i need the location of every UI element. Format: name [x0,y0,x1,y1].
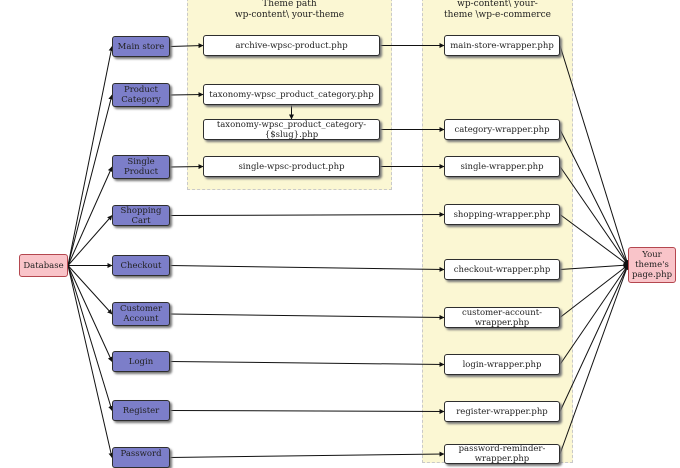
edge-database-to-account [67,265,113,315]
edge-password-to-wrapper [169,451,445,458]
edge-w-cart-to-page [559,214,629,266]
edge-database-to-password [67,265,114,458]
theme-page-node[interactable]: Your theme's page.php [628,247,676,283]
edge-database-to-login [67,265,113,362]
password-reminder-wrapper-file[interactable]: password-reminder-wrapper.php [444,444,560,464]
single-wpsc-product-file[interactable]: single-wpsc-product.php [203,156,380,177]
shopping-cart-node[interactable]: Shopping Cart [112,205,170,226]
customer-account-wrapper-file[interactable]: customer-account-wrapper.php [444,307,560,328]
edge-checkout-to-wrapper [169,265,445,272]
edge-database-to-single [67,166,113,266]
edge-w-register-to-page [559,264,629,412]
register-node[interactable]: Register [112,400,170,421]
edge-w-login-to-page [559,264,629,365]
edge-w-checkout-to-page [559,262,629,270]
single-product-node[interactable]: Single Product [112,155,170,179]
edge-main-to-archive [169,43,204,49]
edge-database-to-main [67,46,114,266]
theme-path-group-title: Theme path wp-content\ your-theme [234,0,345,20]
edge-w-password-to-page [559,264,629,455]
edge-w-account-to-page [559,264,629,318]
shopping-wrapper-file[interactable]: shopping-wrapper.php [444,204,560,225]
edge-single-to-file [169,164,204,170]
category-wrapper-file[interactable]: category-wrapper.php [444,119,560,140]
password-node[interactable]: Password [112,447,170,468]
login-node[interactable]: Login [112,351,170,372]
archive-wpsc-product-file[interactable]: archive-wpsc-product.php [203,35,380,56]
edge-w-main-to-page [559,45,630,266]
main-store-node[interactable]: Main store [112,36,170,57]
single-wrapper-file[interactable]: single-wrapper.php [444,156,560,177]
checkout-node[interactable]: Checkout [112,255,170,276]
taxonomy-category-file[interactable]: taxonomy-wpsc_product_category.php [203,84,380,105]
product-category-node[interactable]: Product Category [112,83,170,107]
edge-w-cat-to-page [559,129,629,266]
taxonomy-category-slug-file[interactable]: taxonomy-wpsc_product_category-{$slug}.p… [203,119,380,140]
edge-database-to-cat [67,94,114,266]
edge-database-to-cart [67,215,113,266]
edge-account-to-wrapper [169,313,445,320]
edge-category-to-taxonomy [169,92,204,98]
main-store-wrapper-file[interactable]: main-store-wrapper.php [444,35,560,56]
wrapper-path-group: wp-content\ your- theme \wp-e-commerce [422,0,573,463]
database-node[interactable]: Database [19,254,68,277]
checkout-wrapper-file[interactable]: checkout-wrapper.php [444,259,560,280]
wrapper-path-group-title: wp-content\ your- theme \wp-e-commerce [444,0,551,20]
register-wrapper-file[interactable]: register-wrapper.php [444,401,560,422]
edge-register-to-wrapper [169,408,445,414]
edge-w-single-to-page [559,166,629,266]
edge-cart-to-wrapper [169,212,445,218]
customer-account-node[interactable]: Customer Account [112,302,170,326]
login-wrapper-file[interactable]: login-wrapper.php [444,354,560,375]
edge-database-to-register [67,265,114,411]
edge-login-to-wrapper [169,361,445,367]
